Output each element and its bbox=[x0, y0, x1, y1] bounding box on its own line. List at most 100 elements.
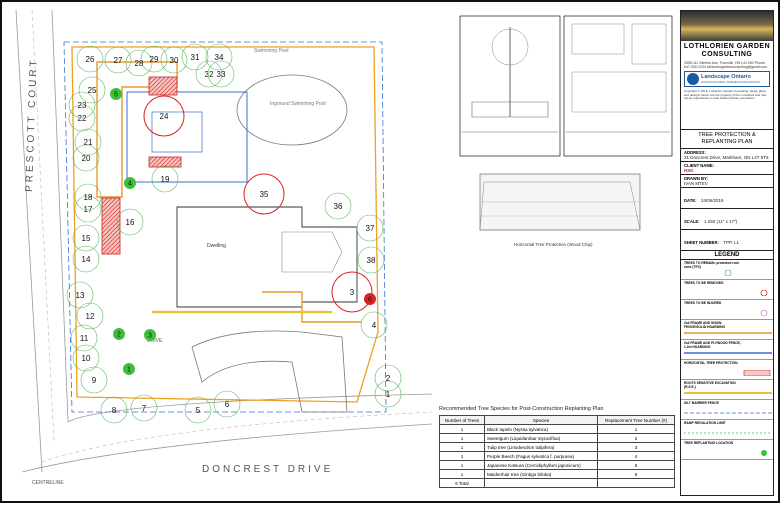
replant-number-label: 5 bbox=[114, 92, 118, 99]
prescott-court-label: PRESCOTT COURT bbox=[24, 57, 40, 192]
street-prescott-court: PRESCOTT COURT bbox=[15, 9, 69, 473]
tree-protection-detail-2 bbox=[563, 15, 673, 157]
tree-number-label: 32 bbox=[205, 70, 214, 79]
horizontal-protection-caption: Horizontal Tree Protection (Wood Chip) bbox=[514, 242, 593, 247]
tree-canopy bbox=[374, 380, 402, 408]
doncrest-drive-label: DONCREST DRIVE bbox=[202, 464, 333, 475]
tree-canopy bbox=[72, 144, 100, 172]
tree-remove-icon bbox=[760, 290, 768, 296]
tree-canopy bbox=[160, 46, 188, 74]
replant-marker bbox=[144, 329, 156, 341]
tree-canopy bbox=[324, 192, 352, 220]
table-total-row: 6 Total bbox=[439, 478, 675, 488]
trees-layer: 1234567891011121314151617181920212223242… bbox=[66, 43, 402, 424]
tree-canopy bbox=[74, 183, 102, 211]
tree-number-label: 27 bbox=[114, 56, 123, 65]
tree-number-label: 24 bbox=[160, 112, 169, 121]
legend-label: TREES TO BE REMOVED bbox=[684, 281, 724, 285]
legend-label: 2x4 FRAME AND SNOW-FENCE/SOLID HOARDING bbox=[684, 321, 726, 329]
replanting-species-table: Recommended Tree Species for Post-Constr… bbox=[439, 406, 675, 488]
legend-label: SILT BARRIER FENCE bbox=[684, 401, 719, 405]
tree-canopy bbox=[74, 195, 102, 223]
copyright-note: Copyright © 2019, Lothlorien Garden Cons… bbox=[684, 89, 767, 101]
hoarding-blue-icon bbox=[684, 352, 772, 354]
house-porch bbox=[281, 231, 343, 273]
legend-item: TREE REPLANTING LOCATION bbox=[681, 440, 773, 460]
replant-number-label: 4 bbox=[128, 181, 132, 188]
replanting-table-title: Recommended Tree Species for Post-Constr… bbox=[439, 406, 604, 412]
hoarding-east bbox=[262, 291, 362, 323]
legend-item: TREES TO BE INJURED bbox=[681, 300, 773, 320]
tree-canopy bbox=[205, 43, 233, 71]
rear-structure bbox=[126, 91, 248, 183]
tree-number-label: 20 bbox=[82, 154, 91, 163]
tree-number-label: 15 bbox=[82, 234, 91, 243]
col-number: Number of Trees bbox=[439, 415, 485, 425]
horizontal-protection-detail bbox=[479, 173, 641, 231]
tree-canopy bbox=[143, 95, 185, 137]
silt-fence bbox=[63, 41, 387, 413]
tree-canopy bbox=[357, 246, 385, 274]
tree-canopy bbox=[72, 245, 100, 273]
address-row: ADDRESS: 21 Doncrest Drive, Markham, ON … bbox=[681, 148, 773, 161]
tree-canopy bbox=[360, 311, 388, 339]
legend-label: TREES TO BE INJURED bbox=[684, 301, 722, 305]
legend-item: 2x4 FRAME AND PLYWOOD FENCE, 1.2m HOARDI… bbox=[681, 340, 773, 360]
title-block: LOTHLORIEN GARDEN CONSULTING 3355-111 St… bbox=[680, 10, 774, 496]
pool-label: Inground Swimming Pool bbox=[270, 101, 326, 107]
centreline-label: CENTRELINE bbox=[32, 480, 64, 486]
hoarding-west bbox=[96, 61, 178, 198]
tree-number-label: 16 bbox=[126, 218, 135, 227]
tree-number-label: 23 bbox=[78, 101, 87, 110]
tree-number-label: 14 bbox=[82, 255, 91, 264]
tree-number-label: 13 bbox=[76, 291, 85, 300]
company-name: LOTHLORIEN GARDEN CONSULTING bbox=[683, 43, 771, 58]
horizontal-protection-1 bbox=[101, 197, 121, 255]
horizontal-protection-2 bbox=[148, 76, 178, 96]
tree-number-label: 36 bbox=[334, 202, 343, 211]
tree-canopy bbox=[207, 60, 235, 88]
hoarding-orange-icon bbox=[684, 332, 772, 334]
tree-canopy bbox=[130, 394, 158, 422]
silt-blue-icon bbox=[684, 412, 772, 414]
company-address: 3355-111 Steeles Ave, Thornhill, ON L4J … bbox=[684, 61, 768, 69]
tree-number-label: 4 bbox=[372, 321, 377, 330]
tree-canopy bbox=[78, 76, 106, 104]
hatch-red-icon bbox=[743, 370, 771, 376]
rse-yellow-icon bbox=[684, 392, 772, 394]
tree-number-label: 12 bbox=[86, 312, 95, 321]
legend-item: SILT BARRIER FENCE bbox=[681, 400, 773, 420]
tree-canopy bbox=[80, 366, 108, 394]
tree-canopy bbox=[70, 324, 98, 352]
tree-number-label: 6 bbox=[225, 400, 230, 409]
tree-canopy bbox=[374, 364, 402, 392]
tree-injure-icon bbox=[760, 310, 768, 316]
legend-item: RAMP REGULATION LIMIT bbox=[681, 420, 773, 440]
legend-label: RAMP REGULATION LIMIT bbox=[684, 421, 726, 425]
tree-canopy bbox=[195, 60, 223, 88]
replant-marker bbox=[364, 293, 376, 305]
street-doncrest-drive: DONCREST DRIVE CENTRELINE bbox=[21, 393, 433, 486]
tree-number-label: 11 bbox=[80, 334, 89, 343]
lo-name: Landscape Ontario bbox=[701, 74, 751, 80]
tree-canopy bbox=[184, 396, 212, 424]
tree-number-label: 34 bbox=[215, 53, 224, 62]
replant-marker bbox=[113, 328, 125, 340]
legend: TREES TO REMAIN: protected root zone (TP… bbox=[681, 260, 773, 460]
property-boundary bbox=[71, 46, 379, 403]
tree-number-label: 33 bbox=[217, 70, 226, 79]
landscape-ontario-logo-icon bbox=[687, 73, 699, 85]
tree-canopy bbox=[125, 49, 153, 77]
col-replacement: Replacement Tree Number (#) bbox=[597, 415, 675, 425]
tree-number-label: 28 bbox=[135, 59, 144, 68]
tree-canopy bbox=[74, 128, 102, 156]
tree-number-label: 21 bbox=[84, 138, 93, 147]
legend-item: 2x4 FRAME AND SNOW-FENCE/SOLID HOARDING bbox=[681, 320, 773, 340]
col-species: Species bbox=[483, 415, 599, 425]
tree-number-label: 38 bbox=[367, 256, 376, 265]
